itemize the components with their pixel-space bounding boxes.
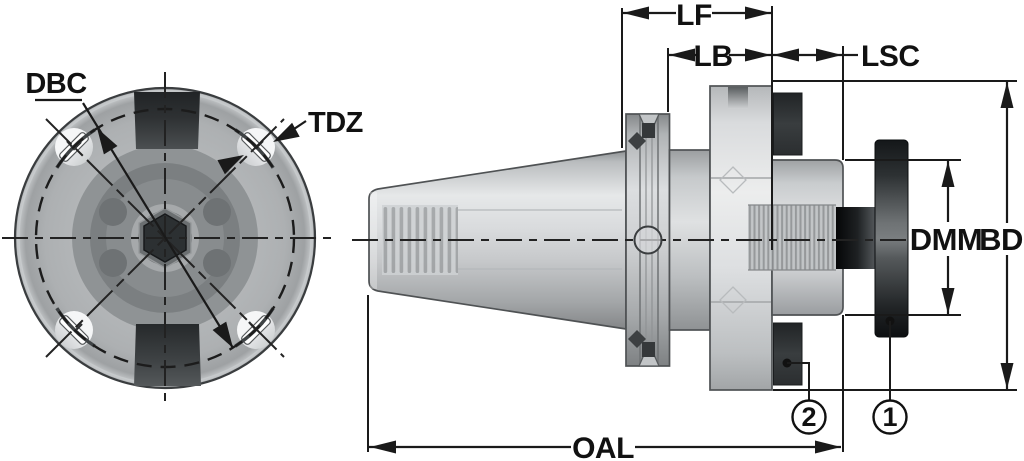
- flange-notch-top: [642, 123, 655, 138]
- bd-label: BD: [979, 222, 1023, 257]
- clamp-screw-threads: [748, 205, 836, 270]
- tdz-label: TDZ: [308, 107, 363, 139]
- diagonal-centerline-1: [45, 118, 285, 358]
- callout-2: 2: [782, 358, 827, 435]
- flange-cam-top: [628, 132, 646, 150]
- lf-label: LF: [676, 0, 712, 32]
- callout-2-circle: [791, 399, 827, 435]
- drive-key-front-bottom: [134, 324, 201, 386]
- dim-dmm: [941, 161, 955, 314]
- flange-notch-bottom: [642, 342, 655, 357]
- face-screw-holes: [99, 198, 231, 277]
- oal-label: OAL: [572, 432, 634, 461]
- dim-lsc: LSC: [773, 40, 920, 73]
- dim-oal: OAL: [369, 432, 841, 461]
- dbc-arrow-lower: [212, 321, 233, 348]
- drive-key-side-bottom: [773, 322, 803, 386]
- side-view: [352, 85, 912, 391]
- drive-key-front-top: [134, 92, 200, 149]
- lb-label: LB: [694, 40, 733, 73]
- tdz-arrow-inner: [217, 155, 244, 175]
- flange-cam-bottom: [628, 330, 646, 348]
- dim-lf: LF: [622, 0, 772, 32]
- dim-lb: LB: [668, 40, 771, 73]
- dbc-label: DBC: [25, 68, 87, 100]
- drive-key-side-top: [773, 92, 803, 156]
- dim-bd: [1000, 82, 1014, 389]
- tdz-arrow-outer: [273, 122, 300, 142]
- disc-slot: [728, 87, 748, 109]
- callout-1-circle: [872, 399, 908, 435]
- clamp-screw-head: [874, 139, 909, 338]
- flange-side-hole: [633, 225, 663, 255]
- dimensions: LF LB LSC OAL: [367, 0, 1024, 461]
- dim-dbc: DBC: [25, 68, 234, 349]
- front-view: DBC TDZ: [2, 68, 363, 406]
- callout-2-number: 2: [801, 402, 816, 432]
- callout-1-number: 1: [882, 402, 897, 432]
- dbc-arrow-upper: [97, 128, 118, 155]
- clamp-screw-neck: [836, 207, 875, 269]
- dmm-label: DMM: [910, 222, 983, 257]
- diagonal-centerline-2: [45, 118, 285, 358]
- lsc-label: LSC: [861, 40, 920, 73]
- dim-tdz: TDZ: [217, 107, 363, 175]
- callout-1: 1: [872, 316, 908, 435]
